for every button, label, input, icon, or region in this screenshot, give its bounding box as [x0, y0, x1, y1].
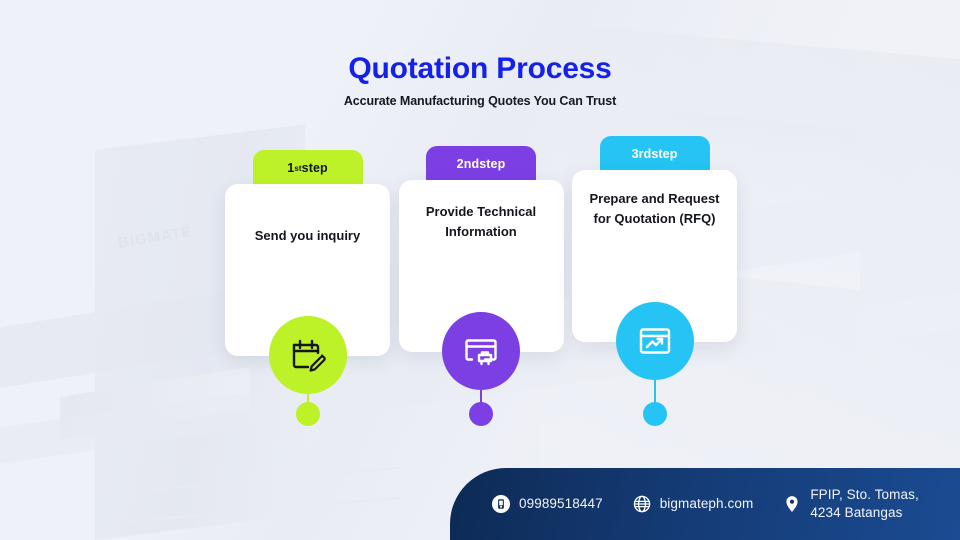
step-3-tab[interactable]: 3rd step — [599, 136, 710, 172]
contact-phone[interactable]: 09989518447 — [492, 495, 603, 513]
step-1-tab-ordinal: st — [294, 163, 302, 173]
step-1-title: Send you inquiry — [254, 228, 361, 243]
step-3-tab-suffix: step — [651, 147, 678, 161]
step-2-tab-suffix: step — [479, 157, 506, 171]
step-3-connector-line — [653, 362, 656, 410]
page-title: Quotation Process — [348, 52, 612, 85]
footer-contact-bar: 09989518447 bigmateph.com FPIP, Sto. Tom… — [450, 468, 960, 540]
step-2-connector-dot — [469, 402, 493, 426]
step-2[interactable]: 2nd step Provide Technical Information — [398, 146, 564, 426]
step-3-icon-wrap — [615, 302, 694, 380]
step-1-tab-suffix: step — [301, 161, 328, 175]
contact-address-text: FPIP, Sto. Tomas, 4234 Batangas — [810, 486, 919, 520]
step-2-tab[interactable]: 2nd step — [426, 146, 536, 182]
phone-icon — [492, 495, 510, 513]
step-3-card[interactable]: Prepare and Request for Quotation (RFQ) — [572, 170, 737, 380]
header: Quotation Process Accurate Manufacturing… — [0, 52, 960, 108]
step-2-card[interactable]: Provide Technical Information — [398, 180, 564, 390]
globe-icon — [633, 495, 651, 513]
step-3[interactable]: 3rd step Prepare and Request for Quotati… — [572, 136, 737, 426]
page-subtitle: Accurate Manufacturing Quotes You Can Tr… — [343, 94, 617, 108]
step-2-title: Provide Technical Information — [425, 204, 537, 239]
step-3-title: Prepare and Request for Quotation (RFQ) — [589, 191, 720, 226]
step-2-tab-prefix: 2nd — [456, 157, 480, 171]
browser-chart-up-icon — [615, 302, 694, 380]
step-1-tab-prefix: 1 — [287, 161, 295, 175]
contact-website-text: bigmateph.com — [659, 495, 754, 511]
step-1-connector-dot — [295, 402, 320, 426]
map-pin-icon — [783, 495, 801, 513]
calendar-edit-icon — [268, 316, 347, 394]
step-2-icon-wrap — [442, 312, 520, 390]
contact-website[interactable]: bigmateph.com — [633, 495, 754, 513]
step-3-tab-prefix: 3rd — [631, 147, 652, 161]
step-3-connector-dot — [642, 402, 667, 426]
browser-print-icon — [442, 312, 520, 390]
contact-address[interactable]: FPIP, Sto. Tomas, 4234 Batangas — [783, 486, 919, 522]
step-1-icon-wrap — [268, 316, 347, 394]
step-1-card[interactable]: Send you inquiry — [225, 184, 390, 394]
contact-phone-text: 09989518447 — [519, 495, 603, 511]
